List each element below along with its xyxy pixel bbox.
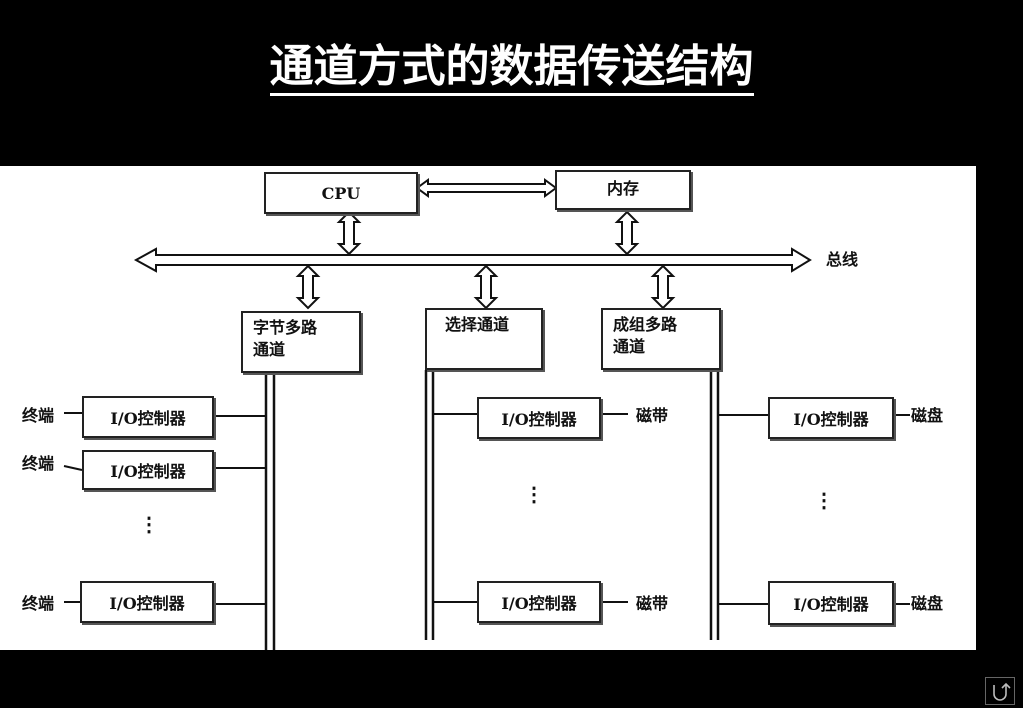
io-controller-box: I/O控制器: [82, 450, 214, 490]
channel-structure-diagram: CPU 内存 总线 字节多路 通道 选择通道 成组多路 通道 终端 I/O控制器…: [0, 166, 976, 650]
bus-arrow: [133, 247, 812, 273]
io-controller-label: I/O控制器: [110, 462, 186, 481]
return-button[interactable]: [985, 677, 1015, 705]
ellipsis: ⋮: [524, 482, 544, 506]
return-icon: [993, 682, 1011, 701]
io-controller-box: I/O控制器: [82, 396, 214, 438]
memory-box: 内存: [555, 170, 691, 210]
byte-multiplex-channel-box: 字节多路 通道: [241, 311, 361, 373]
io-controller-box: I/O控制器: [80, 581, 214, 623]
byte-multiplex-channel-label-2: 通道: [253, 340, 286, 359]
ellipsis: ⋮: [814, 488, 834, 512]
block-multiplex-channel-box: 成组多路 通道: [601, 308, 721, 370]
diagram-connectors: [63, 178, 910, 650]
terminal-label: 终端: [22, 594, 55, 613]
io-controller-box: I/O控制器: [477, 581, 601, 623]
block-multiplex-channel-label-1: 成组多路: [613, 315, 678, 334]
slide-title: 通道方式的数据传送结构: [0, 30, 1023, 96]
terminal-label: 终端: [22, 454, 55, 473]
io-controller-label: I/O控制器: [501, 594, 577, 613]
bus-byte-channel-arrow: [295, 264, 321, 310]
memory-bus-arrow: [614, 210, 640, 256]
io-controller-label: I/O控制器: [109, 594, 185, 613]
terminal-label: 终端: [22, 406, 55, 425]
bus-label: 总线: [826, 250, 859, 269]
io-controller-label: I/O控制器: [110, 409, 186, 428]
tape-label: 磁带: [636, 406, 669, 425]
cpu-bus-arrow: [336, 210, 362, 256]
cpu-label: CPU: [321, 183, 361, 203]
ellipsis: ⋮: [139, 512, 159, 536]
block-multiplex-channel-label-2: 通道: [613, 337, 646, 356]
tape-label: 磁带: [636, 594, 669, 613]
io-controller-box: I/O控制器: [768, 581, 894, 625]
bus-selector-channel-arrow: [473, 264, 499, 310]
disk-label: 磁盘: [911, 594, 944, 613]
io-controller-label: I/O控制器: [501, 410, 577, 429]
selector-channel-label: 选择通道: [445, 315, 510, 334]
bus-block-channel-arrow: [650, 264, 676, 310]
memory-label: 内存: [606, 179, 639, 198]
io-controller-box: I/O控制器: [477, 397, 601, 439]
io-controller-box: I/O控制器: [768, 397, 894, 439]
slide-title-text: 通道方式的数据传送结构: [269, 41, 754, 96]
io-controller-label: I/O控制器: [793, 410, 869, 429]
byte-multiplex-channel-label-1: 字节多路: [253, 318, 318, 337]
cpu-box: CPU: [264, 172, 418, 214]
cpu-memory-arrow: [415, 178, 558, 198]
io-controller-label: I/O控制器: [793, 595, 869, 614]
disk-label: 磁盘: [911, 406, 944, 425]
selector-channel-box: 选择通道: [425, 308, 543, 370]
